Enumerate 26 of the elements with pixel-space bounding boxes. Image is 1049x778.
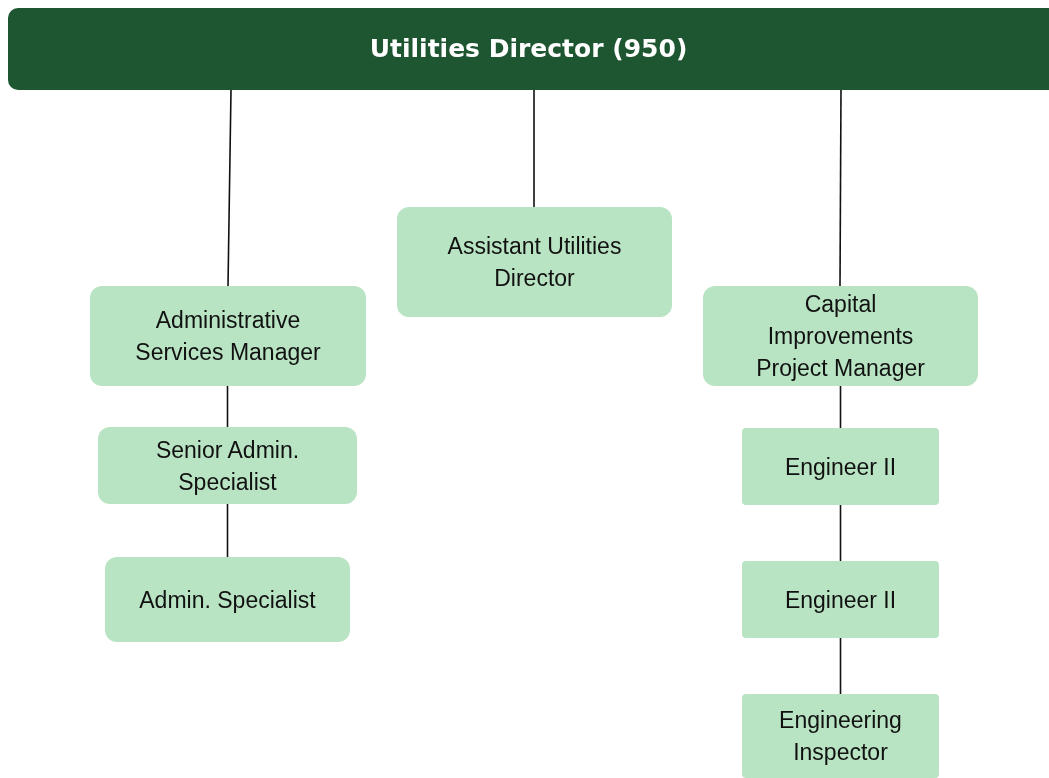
role-title: Engineer II [784, 585, 897, 615]
role-box [397, 207, 672, 317]
connector-line [839, 89, 842, 287]
title-bar [8, 8, 1049, 90]
connector-line [839, 504, 842, 562]
role-title: Engineering Inspector [778, 706, 903, 767]
connector-line [226, 385, 229, 428]
connector-line [227, 89, 232, 287]
connector-line [839, 385, 842, 429]
role-title: Senior Admin. Specialist [154, 435, 301, 497]
role-box [742, 561, 939, 638]
role-box [105, 557, 350, 642]
role-title: Utilities Director (950) [369, 33, 688, 65]
role-title: Engineer II [784, 452, 897, 482]
role-title: Assistant Utilities Director [446, 232, 623, 293]
role-box [98, 427, 357, 504]
role-title: Administrative Services Manager [134, 306, 322, 367]
role-box [742, 428, 939, 505]
role-title: Admin. Specialist [139, 585, 316, 615]
role-box [90, 286, 366, 386]
connector-line [533, 89, 535, 208]
connector-line [839, 637, 842, 695]
role-title: Capital Improvements Project Manager [755, 290, 926, 383]
role-box [703, 286, 978, 386]
role-box [742, 694, 939, 778]
connector-line [226, 503, 229, 558]
